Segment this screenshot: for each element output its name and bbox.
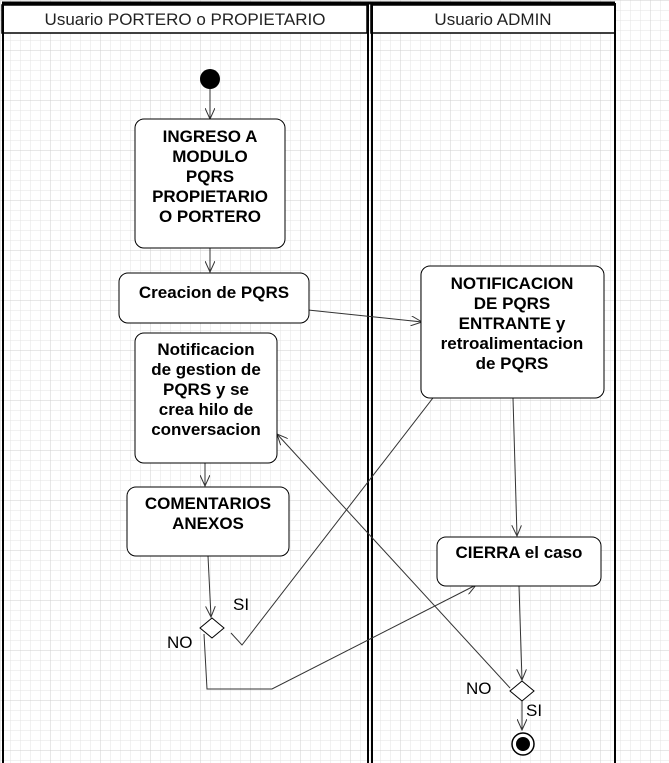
ingreso-line-1: INGRESO A — [163, 127, 258, 146]
notificacion-entrante-line-3: ENTRANTE y — [459, 314, 566, 333]
ingreso-line-5: O PORTERO — [159, 207, 261, 226]
notificacion-gestion-line-4: crea hilo de — [159, 400, 253, 419]
ingreso-line-3: PQRS — [186, 167, 234, 186]
guard-no-2: NO — [466, 679, 492, 698]
notificacion-entrante-line-2: DE PQRS — [474, 294, 551, 313]
lane-user-title: Usuario PORTERO o PROPIETARIO — [45, 10, 326, 29]
comentarios-line-2: ANEXOS — [172, 514, 244, 533]
notificacion-entrante-line-4: retroalimentacion — [441, 334, 584, 353]
notificacion-gestion-line-5: conversacion — [151, 420, 261, 439]
comentarios-line-1: COMENTARIOS — [145, 494, 271, 513]
decision-node-comentarios — [199, 617, 225, 639]
notificacion-gestion-line-2: de gestion de — [151, 360, 261, 379]
decision-node-cierre — [509, 680, 535, 702]
ingreso-line-4: PROPIETARIO — [152, 187, 268, 206]
activity-comentarios: COMENTARIOS ANEXOS — [126, 486, 290, 557]
edge-decision-no-to-cierra — [203, 585, 476, 690]
guard-si-1: SI — [233, 595, 249, 614]
activity-notificacion-gestion: Notificacion de gestion de PQRS y se cre… — [134, 332, 278, 464]
creacion-line-1: Creacion de PQRS — [139, 283, 289, 302]
guard-si-2: SI — [526, 701, 542, 720]
edges — [204, 89, 522, 730]
initial-node — [200, 69, 220, 89]
edge-creacion-to-notificacion-entrante — [307, 309, 422, 322]
lane-admin-header — [370, 4, 616, 34]
lane-admin-title: Usuario ADMIN — [434, 10, 551, 29]
edge-comentarios-to-decision — [208, 555, 211, 617]
ingreso-line-2: MODULO — [172, 147, 248, 166]
notificacion-gestion-line-3: PQRS y se — [163, 380, 249, 399]
activity-cierra: CIERRA el caso — [436, 536, 602, 587]
notificacion-entrante-line-1: NOTIFICACION — [451, 274, 574, 293]
activity-notificacion-entrante: NOTIFICACION DE PQRS ENTRANTE y retroali… — [420, 265, 605, 399]
cierra-line-1: CIERRA el caso — [456, 543, 583, 562]
notificacion-gestion-line-1: Notificacion — [157, 340, 254, 359]
edge-cierra-to-end-decision — [519, 585, 522, 680]
edge-notificacion-entrante-to-cierra — [513, 397, 517, 536]
final-node — [511, 732, 535, 756]
activity-creacion: Creacion de PQRS — [118, 272, 310, 324]
activity-ingreso: INGRESO A MODULO PQRS PROPIETARIO O PORT… — [134, 118, 286, 249]
swimlanes: Usuario PORTERO o PROPIETARIO Usuario AD… — [1, 1, 616, 763]
notificacion-entrante-line-5: de PQRS — [476, 354, 549, 373]
edge-end-decision-no-to-notificacion-gestion — [277, 434, 511, 689]
guard-no-1: NO — [167, 633, 193, 652]
edge-decision-si-to-notificacion-entrante — [230, 372, 453, 646]
lane-user-header — [1, 4, 368, 34]
